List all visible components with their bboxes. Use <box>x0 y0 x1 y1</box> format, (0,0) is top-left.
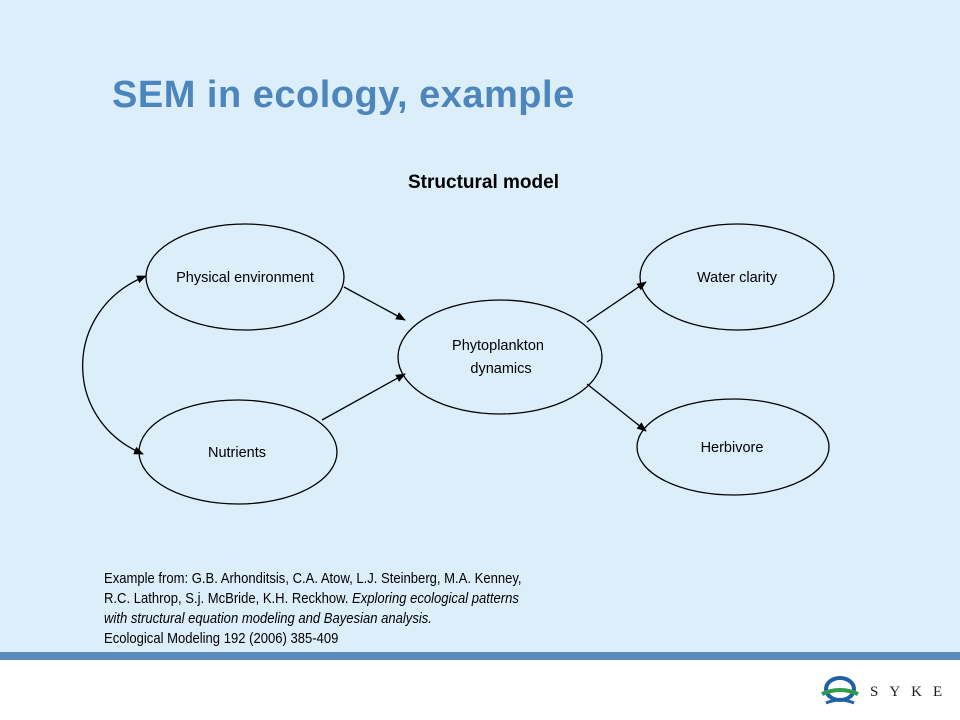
slide-title: SEM in ecology, example <box>112 74 575 116</box>
label-nutrients: Nutrients <box>208 445 266 461</box>
node-herbivore <box>636 398 830 496</box>
edge-nutrients-to-phytoplankton <box>321 373 406 421</box>
node-water-clarity <box>639 223 835 331</box>
citation-authors-end: R.C. Lathrop, S.j. McBride, K.H. Reckhow… <box>104 591 353 607</box>
citation-line-1: Example from: G.B. Arhonditsis, C.A. Ato… <box>104 571 522 587</box>
citation-title-part-2: with structural equation modeling and Ba… <box>104 611 432 627</box>
bottom-rule <box>0 652 960 660</box>
citation: Example from: G.B. Arhonditsis, C.A. Ato… <box>104 569 572 649</box>
label-phytoplankton-line1: Phytoplankton <box>452 338 544 354</box>
edge-phytoplankton-to-herbivore <box>586 383 647 432</box>
edge-physical-to-phytoplankton <box>343 286 406 321</box>
syke-logo: SYKE <box>820 675 953 709</box>
edge-phytoplankton-to-water-clarity <box>586 281 647 323</box>
label-herbivore: Herbivore <box>701 440 764 456</box>
label-water-clarity: Water clarity <box>697 270 778 286</box>
node-phytoplankton-dynamics <box>397 299 603 415</box>
citation-line-2: R.C. Lathrop, S.j. McBride, K.H. Reckhow… <box>104 589 572 609</box>
citation-line-3: with structural equation modeling and Ba… <box>104 609 572 629</box>
diagram-subtitle: Structural model <box>408 172 559 193</box>
syke-logo-text: SYKE <box>870 683 954 700</box>
label-phytoplankton-line2: dynamics <box>470 361 531 377</box>
citation-line-4: Ecological Modeling 192 (2006) 385-409 <box>104 631 339 647</box>
citation-title-part-1: Exploring ecological patterns <box>352 591 519 607</box>
edge-physical-nutrients-correlation <box>82 275 147 455</box>
syke-logo-icon <box>821 676 859 705</box>
slide-background <box>0 0 960 652</box>
label-physical-environment: Physical environment <box>176 270 314 286</box>
